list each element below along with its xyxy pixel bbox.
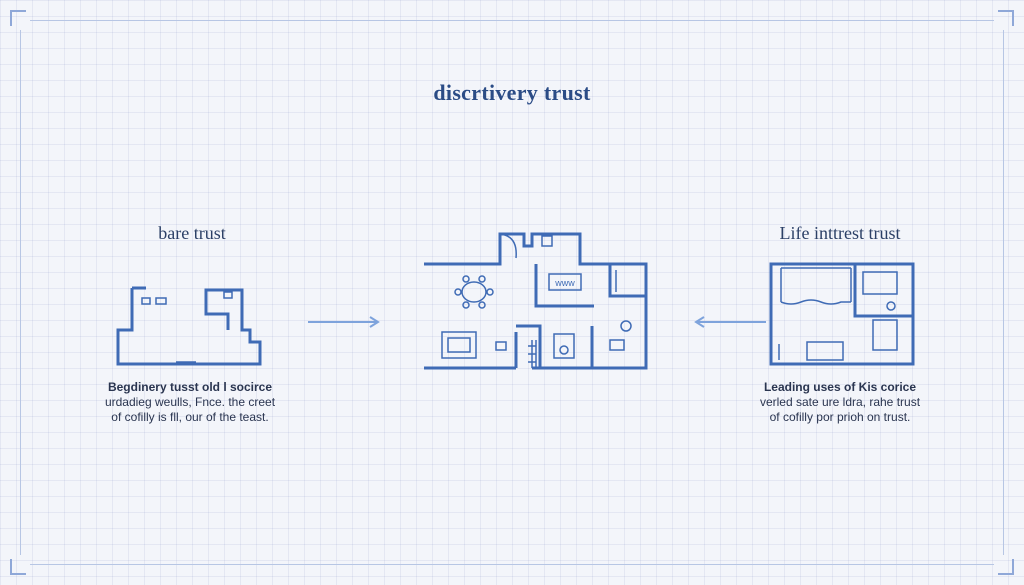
discretionary-trust-floorplan: www xyxy=(424,232,648,370)
desc-line: urdadieg weulls, Fnce. the creet xyxy=(104,395,276,409)
desc-line: of cofilly is fll, our of the teast. xyxy=(111,410,269,424)
desc-line: Leading uses of Kis corice xyxy=(763,380,917,394)
life-interest-trust-description: Leading uses of Kis corice verled sate u… xyxy=(710,380,970,425)
life-interest-trust-label: Life inttrest trust xyxy=(779,223,901,243)
frame-edge-bottom xyxy=(30,564,994,565)
bare-trust-label: bare trust xyxy=(158,223,226,243)
frame-corner xyxy=(10,559,26,575)
frame-corner xyxy=(10,10,26,26)
bare-trust-description: Begdinery tusst old l socirce urdadieg w… xyxy=(60,380,320,425)
desc-line: of cofilly por prioh on trust. xyxy=(769,410,911,424)
desc-line: Begdinery tusst old l socirce xyxy=(107,380,273,394)
frame-edge-left xyxy=(20,30,21,555)
center-sign-text: www xyxy=(554,278,575,288)
frame-corner xyxy=(998,10,1014,26)
diagram-title: discrtivery trust xyxy=(433,80,591,105)
frame-corner xyxy=(998,559,1014,575)
bare-trust-floorplan xyxy=(116,286,262,366)
arrow-left-icon xyxy=(694,316,766,328)
life-interest-trust-floorplan xyxy=(769,262,915,366)
frame-edge-right xyxy=(1003,30,1004,555)
arrow-right-icon xyxy=(308,316,380,328)
desc-line: verled sate ure ldra, rahe trust xyxy=(759,395,921,409)
frame-edge-top xyxy=(30,20,994,21)
